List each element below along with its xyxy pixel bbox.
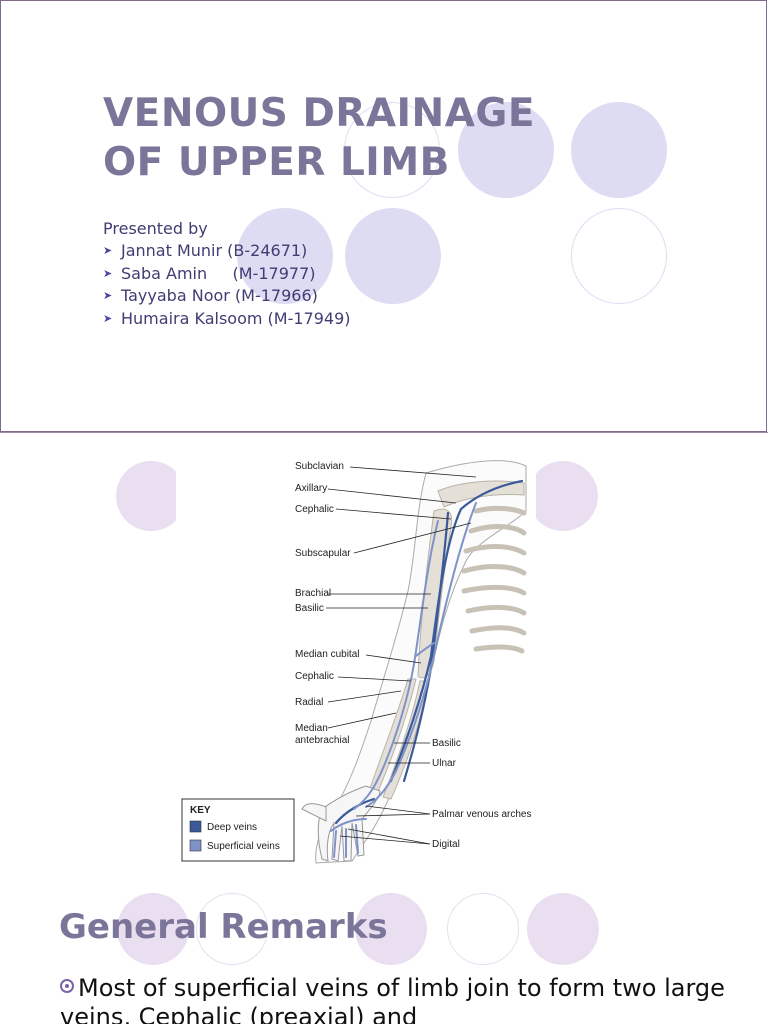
decor-circle (196, 893, 268, 965)
label-palmar-venous-arches: Palmar venous arches (432, 809, 532, 820)
label-median-antebrachial-2: antebrachial (295, 735, 349, 746)
chevron-right-icon: ➤ (103, 311, 113, 325)
presenter-item: ➤Humaira Kalsoom (M-17949) (103, 308, 350, 331)
remark-text: Most of superficial veins of limb join t… (60, 974, 725, 1024)
slide-divider (0, 432, 768, 433)
decor-circle (571, 102, 667, 198)
presenter-item: ➤Jannat Munir (B-24671) (103, 240, 350, 263)
label-ulnar: Ulnar (432, 758, 457, 769)
key-superficial-label: Superficial veins (207, 841, 280, 852)
label-basilic-lower: Basilic (432, 738, 461, 749)
decor-circle (117, 893, 189, 965)
chevron-right-icon: ➤ (103, 244, 113, 257)
chevron-right-icon: ➤ (103, 289, 113, 302)
key-superficial-swatch (189, 839, 202, 852)
content-slide: Subclavian Axillary Cephalic Subscapular… (0, 433, 768, 1024)
label-axillary: Axillary (295, 483, 327, 494)
decor-circle (237, 208, 333, 304)
chevron-right-icon: ➤ (103, 266, 113, 280)
figure-key: KEY Deep veins Superficial veins (181, 798, 295, 862)
key-deep-label: Deep veins (207, 822, 257, 833)
presenters-block: Presented by ➤Jannat Munir (B-24671) ➤Sa… (103, 218, 350, 330)
decor-circle (571, 208, 667, 304)
upper-limb-veins-figure: Subclavian Axillary Cephalic Subscapular… (176, 451, 536, 871)
page-title: VENOUS DRAINAGE OF UPPER LIMB (103, 91, 536, 185)
decor-circle (447, 893, 519, 965)
decor-circle (528, 461, 598, 531)
title-slide: VENOUS DRAINAGE OF UPPER LIMB Presented … (0, 0, 767, 432)
decor-circle (344, 102, 440, 198)
label-subscapular: Subscapular (295, 548, 351, 559)
label-subclavian: Subclavian (295, 461, 344, 472)
section-heading: General Remarks (59, 907, 388, 947)
presented-by-label: Presented by (103, 219, 208, 238)
label-digital: Digital (432, 839, 460, 850)
target-bullet-icon (60, 979, 74, 993)
label-basilic-upper: Basilic (295, 603, 324, 614)
label-brachial: Brachial (295, 588, 331, 599)
presenter-item: ➤Tayyaba Noor (M-17966) (103, 285, 350, 308)
remark-bullet: Most of superficial veins of limb join t… (60, 974, 760, 1024)
presenter-item: ➤Saba Amin (M-17977) (103, 263, 350, 286)
decor-circle (345, 208, 441, 304)
decor-circle (458, 102, 554, 198)
key-title: KEY (190, 805, 211, 816)
decor-circle (527, 893, 599, 965)
decor-circle (355, 893, 427, 965)
label-median-cubital: Median cubital (295, 649, 359, 660)
key-deep-swatch (189, 820, 202, 833)
label-cephalic-lower: Cephalic (295, 671, 334, 682)
presenter-list: ➤Jannat Munir (B-24671) ➤Saba Amin (M-17… (103, 240, 350, 330)
label-cephalic-upper: Cephalic (295, 504, 334, 515)
decor-circle (116, 461, 186, 531)
label-median-antebrachial-1: Median (295, 723, 328, 734)
label-radial: Radial (295, 697, 323, 708)
